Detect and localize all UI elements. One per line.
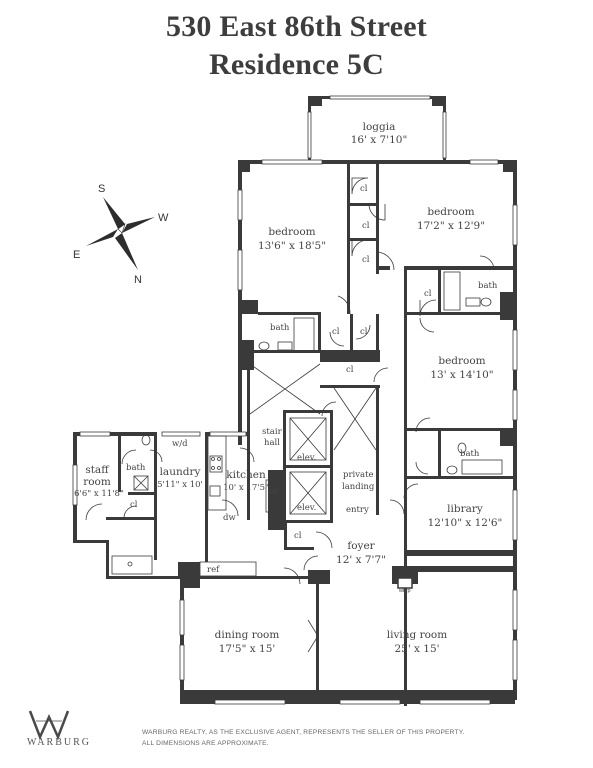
laundry-dim: 5'11" x 10' (157, 480, 203, 490)
compass-e: E (73, 249, 80, 261)
elevator-label: elev. (297, 453, 316, 463)
closet-label: cl (360, 327, 368, 337)
walls (73, 96, 517, 706)
disclaimer-line-1: WARBURG REALTY, AS THE EXCLUSIVE AGENT, … (142, 729, 465, 736)
address-title: 530 East 86th Street (166, 10, 427, 43)
bath-label: bath (126, 463, 146, 473)
closet-label: cl (294, 531, 302, 541)
bath-label: bath (460, 449, 480, 459)
refrigerator-label: ref (207, 565, 220, 575)
compass-rose: S W E N (73, 183, 169, 286)
fireplace-label: wbfp (398, 588, 411, 594)
closet-label: cl (362, 221, 370, 231)
entry-label: entry (346, 505, 369, 515)
bath-label: bath (478, 281, 498, 291)
foyer-dim: 12' x 7'7" (336, 554, 386, 566)
closet-label: cl (130, 500, 138, 510)
kitchen-label: kitchen (226, 469, 266, 481)
washer-dryer-label: w/d (172, 439, 188, 449)
staff-label-2: room (83, 476, 111, 488)
warburg-wordmark: WARBURG (26, 737, 91, 748)
elevator-label: elev. (297, 503, 316, 513)
bedroom3-label: bedroom (438, 355, 485, 367)
private-landing-label-2: landing (342, 482, 375, 492)
living-label: living room (387, 629, 447, 641)
closet-label: cl (346, 365, 354, 375)
windows (72, 95, 518, 705)
dining-label: dining room (215, 629, 280, 641)
residence-title: Residence 5C (209, 48, 384, 81)
kitchen-dim: 10' x 17'5" (223, 483, 269, 493)
compass-n: N (134, 274, 142, 286)
closet-label: cl (360, 184, 368, 194)
foyer-label: foyer (347, 540, 375, 552)
laundry-label: laundry (160, 466, 201, 478)
closet-label: cl (332, 327, 340, 337)
oven-label: ov (269, 487, 279, 497)
disclaimer-line-2: ALL DIMENSIONS ARE APPROXIMATE. (142, 740, 269, 747)
bath-label: bath (270, 323, 290, 333)
warburg-logo-icon: W (28, 710, 70, 741)
stair-hall-label-2: hall (264, 438, 280, 448)
stair-hall-label-1: stair (262, 427, 283, 437)
disclaimer: WARBURG REALTY, AS THE EXCLUSIVE AGENT, … (142, 727, 465, 749)
living-dim: 25' x 15' (394, 643, 439, 655)
staff-label-1: staff (85, 464, 110, 476)
bedroom3-dim: 13' x 14'10" (430, 369, 493, 381)
small-labels: cl cl cl cl cl cl cl cl cl bath bath bat… (126, 184, 498, 594)
dishwasher-label: dw (223, 513, 236, 523)
closet-label: cl (362, 255, 370, 265)
private-landing-label-1: private (343, 470, 374, 480)
staff-dim: 6'6" x 11'8" (74, 489, 124, 499)
bedroom1-label: bedroom (268, 226, 315, 238)
library-label: library (447, 503, 483, 515)
closet-label: cl (424, 289, 432, 299)
bedroom2-label: bedroom (427, 206, 474, 218)
compass-w: W (158, 212, 169, 224)
room-labels: loggia 16' x 7'10" bedroom 13'6" x 18'5"… (74, 121, 502, 655)
bedroom2-dim: 17'2" x 12'9" (417, 220, 485, 232)
fixtures (111, 271, 503, 577)
door-swings (85, 177, 495, 653)
loggia-label: loggia (363, 121, 396, 133)
compass-s: S (98, 183, 105, 195)
loggia-dim: 16' x 7'10" (351, 134, 408, 146)
dining-dim: 17'5" x 15' (219, 643, 276, 655)
library-dim: 12'10" x 12'6" (428, 517, 503, 529)
bedroom1-dim: 13'6" x 18'5" (258, 240, 326, 252)
